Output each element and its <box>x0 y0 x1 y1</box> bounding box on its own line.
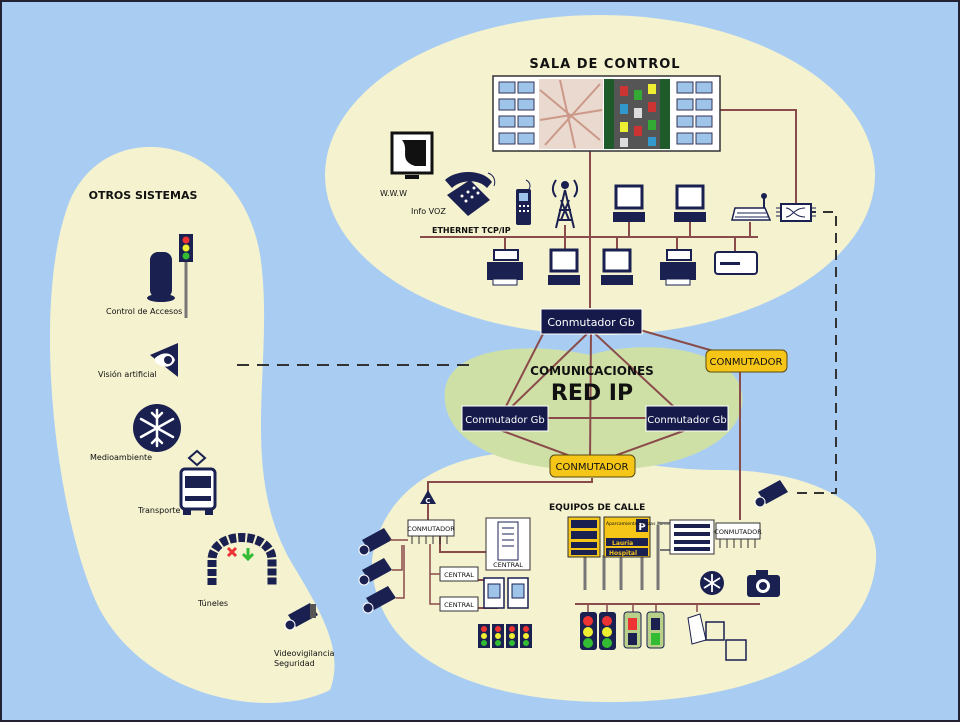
other-system-label: Videovigilancia <box>274 649 334 658</box>
variable-message-sign-icon <box>656 519 715 590</box>
switch-yellow-right <box>705 349 788 373</box>
computer-icon <box>548 248 580 285</box>
traffic-light-icon <box>599 612 616 650</box>
switch-yellow-bottom-label: CONMUTADOR <box>556 462 629 473</box>
switch-yellow-right-label: CONMUTADOR <box>710 357 783 368</box>
parking-sign-icon: P Aparcamientos Plazas libres Lauria Hos… <box>567 516 670 590</box>
telephone-icon <box>445 172 496 216</box>
switch-gb-top-label: Conmutador Gb <box>547 316 634 329</box>
other-system-label-2: Seguridad <box>274 659 315 668</box>
printer-icon <box>660 249 696 286</box>
detector-icon <box>687 613 747 661</box>
printer-icon <box>487 249 523 286</box>
access-control-icon <box>147 234 193 318</box>
parking-sign-text: Aparcamientos Plazas libres <box>606 521 670 527</box>
photo-camera-icon <box>747 570 780 597</box>
sign-lauria-label: Lauria <box>612 540 633 547</box>
pedestrian-light-icon <box>646 611 665 649</box>
central-box-1-label: CENTRAL <box>444 571 474 579</box>
other-system-label: Medioambiente <box>90 453 152 462</box>
snowflake-icon <box>133 404 181 452</box>
traffic-light-icon <box>520 624 532 648</box>
central-rack-icon <box>485 517 531 571</box>
pedestrian-light-icon <box>623 611 642 649</box>
street-bus-drops <box>587 604 698 612</box>
camera-lines <box>390 539 408 599</box>
traffic-light-icon <box>506 624 518 648</box>
computer-icon <box>601 248 633 285</box>
switch-ports <box>411 536 448 544</box>
control-room-title: SALA DE CONTROL <box>529 57 680 72</box>
central-rack-label: CENTRAL <box>493 561 523 569</box>
computer-icon <box>613 184 645 222</box>
warning-sign-icon: C <box>420 490 436 505</box>
comms-island <box>444 347 743 471</box>
camera-icon <box>358 558 392 586</box>
other-systems-title: OTROS SISTEMAS <box>89 189 198 202</box>
other-system-label: Túneles <box>197 599 228 608</box>
traffic-light-icon <box>478 624 490 648</box>
traffic-lights-group <box>478 624 532 648</box>
street-title: EQUIPOS DE CALLE <box>549 503 645 513</box>
switch-yellow-bottom <box>549 454 636 478</box>
switch-gb-top <box>540 308 643 335</box>
sign-hospital-label: Hospital <box>609 550 637 557</box>
other-system-label: Visión artificial <box>98 369 157 379</box>
red-ip-title: RED IP <box>551 381 633 406</box>
switch-gb-left <box>461 405 549 432</box>
keyboard-icon <box>731 193 772 221</box>
street-switch-right <box>715 522 761 540</box>
switch-gb-left-label: Conmutador Gb <box>465 415 544 426</box>
traffic-controller-icon <box>483 577 505 609</box>
comms-title: COMUNICACIONES <box>530 364 654 378</box>
camera-icon <box>284 603 318 631</box>
switch-gb-right-label: Conmutador Gb <box>647 415 726 426</box>
camera-icon <box>754 480 788 508</box>
tunnel-icon <box>207 533 277 585</box>
mobile-phone-icon <box>516 179 531 225</box>
bus-icon <box>179 449 217 515</box>
traffic-controller-icon <box>507 577 529 609</box>
video-switch-icon <box>776 203 816 222</box>
eye-icon <box>150 343 178 377</box>
other-systems-island <box>49 146 335 704</box>
street-switch-right-label: CONMUTADOR <box>714 528 762 536</box>
svg-text:C: C <box>425 497 430 505</box>
central-lines <box>429 544 440 605</box>
switch-gb-right <box>645 405 729 432</box>
other-system-label: Transporte <box>137 506 181 515</box>
computer-icon <box>674 184 706 222</box>
traffic-light-icon <box>492 624 504 648</box>
camera-icon <box>358 528 392 556</box>
antenna-tower-icon <box>552 179 578 229</box>
ethernet-label: ETHERNET TCP/IP <box>432 226 511 235</box>
storage-unit-icon <box>714 251 758 275</box>
snowflake-icon <box>700 571 724 595</box>
parking-p-label: P <box>638 522 645 533</box>
video-wall <box>492 75 721 152</box>
dashed-link-camera <box>790 211 837 494</box>
www-monitor-icon <box>390 131 434 179</box>
street-switch-left-label: CONMUTADOR <box>407 525 455 533</box>
other-system-label: Control de Accesos <box>106 307 182 316</box>
camera-icon <box>362 586 396 614</box>
switch-ports <box>719 539 756 548</box>
traffic-light-icon <box>580 612 597 650</box>
street-switch-left <box>407 519 455 537</box>
central-box-2-label: CENTRAL <box>444 601 474 609</box>
www-label: W.W.W <box>380 189 407 198</box>
info-voz-label: Info VOZ <box>411 207 446 216</box>
